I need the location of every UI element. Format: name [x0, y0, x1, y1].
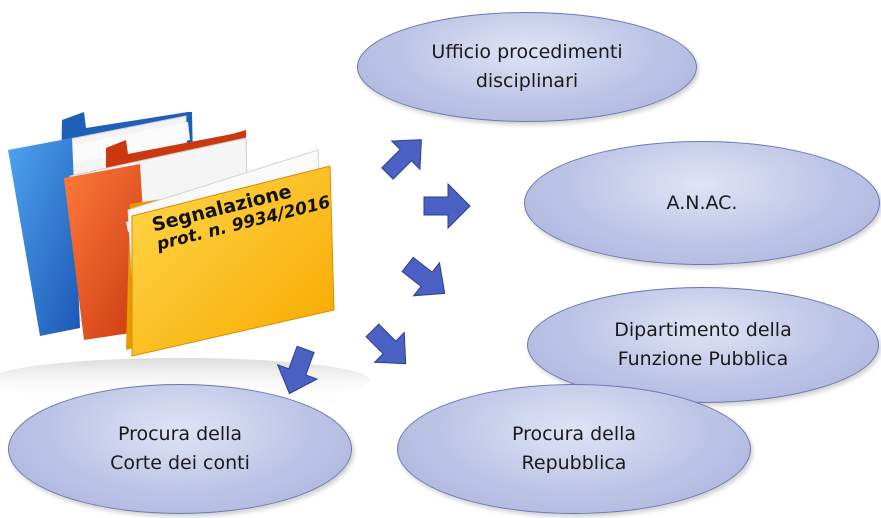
arrow-down-right-icon: [365, 323, 407, 365]
destination-label: Procura della Repubblica: [511, 423, 637, 474]
arrow-right-icon: [423, 182, 471, 230]
arrow-down-right-icon: [401, 256, 446, 297]
destination-label: Procura della Corte dei conti: [110, 423, 250, 474]
destination-procura-repubblica: Procura della Repubblica: [397, 384, 751, 514]
destination-corte-dei-conti: Procura della Corte dei conti: [8, 384, 352, 514]
destination-label: Ufficio procedimenti disciplinari: [431, 41, 623, 92]
yellow-folder: [126, 149, 335, 357]
destination-anac: A.N.AC.: [524, 141, 880, 265]
destination-label: Dipartimento della Funzione Pubblica: [614, 319, 792, 370]
destination-ufficio-procedimenti: Ufficio procedimenti disciplinari: [357, 12, 697, 122]
arrow-up-right-icon: [381, 139, 422, 180]
destination-label: A.N.AC.: [666, 191, 738, 214]
arrow-down-left-icon: [276, 345, 319, 395]
